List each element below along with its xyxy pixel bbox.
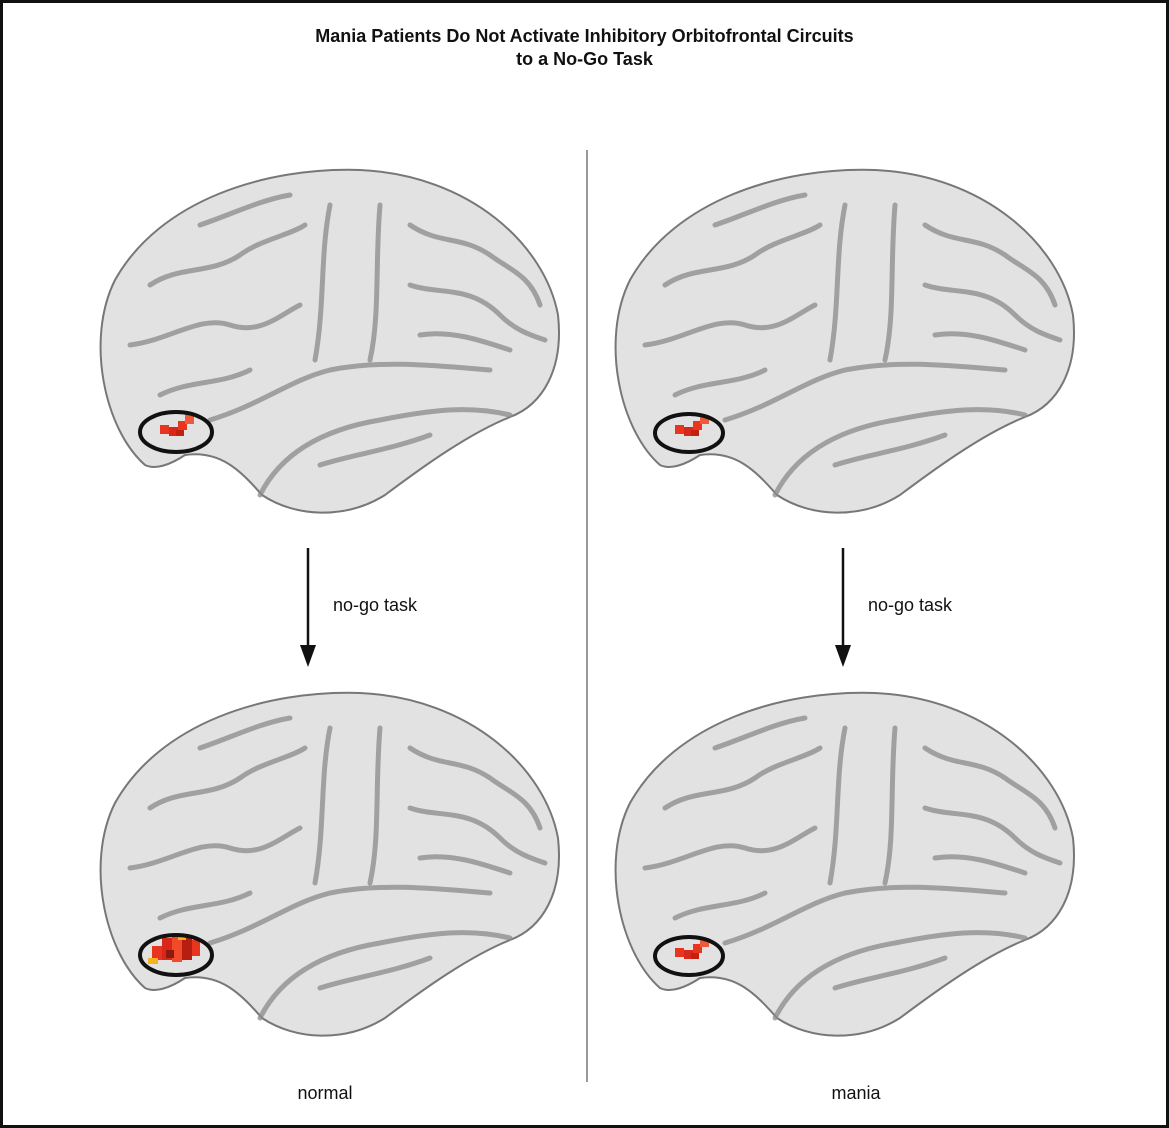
arrow-normal <box>300 548 316 667</box>
diagram-canvas <box>3 150 1166 1082</box>
arrow-mania <box>835 548 851 667</box>
title-line-2: to a No-Go Task <box>516 49 653 69</box>
figure-title: Mania Patients Do Not Activate Inhibitor… <box>3 25 1166 71</box>
brain-mania-before <box>616 170 1074 513</box>
orbitofrontal-ellipse <box>138 410 214 454</box>
brain-normal-after <box>101 693 559 1036</box>
title-line-1: Mania Patients Do Not Activate Inhibitor… <box>315 26 854 46</box>
brain-mania-after <box>616 693 1074 1036</box>
orbitofrontal-ellipse <box>653 412 725 454</box>
caption-normal: normal <box>297 1083 353 1103</box>
brain-normal-before <box>101 170 559 513</box>
orbitofrontal-ellipse <box>138 933 214 977</box>
caption-mania: mania <box>831 1083 881 1103</box>
orbitofrontal-ellipse <box>653 935 725 977</box>
arrow-label-mania: no-go task <box>868 595 953 615</box>
arrow-label-normal: no-go task <box>333 595 418 615</box>
